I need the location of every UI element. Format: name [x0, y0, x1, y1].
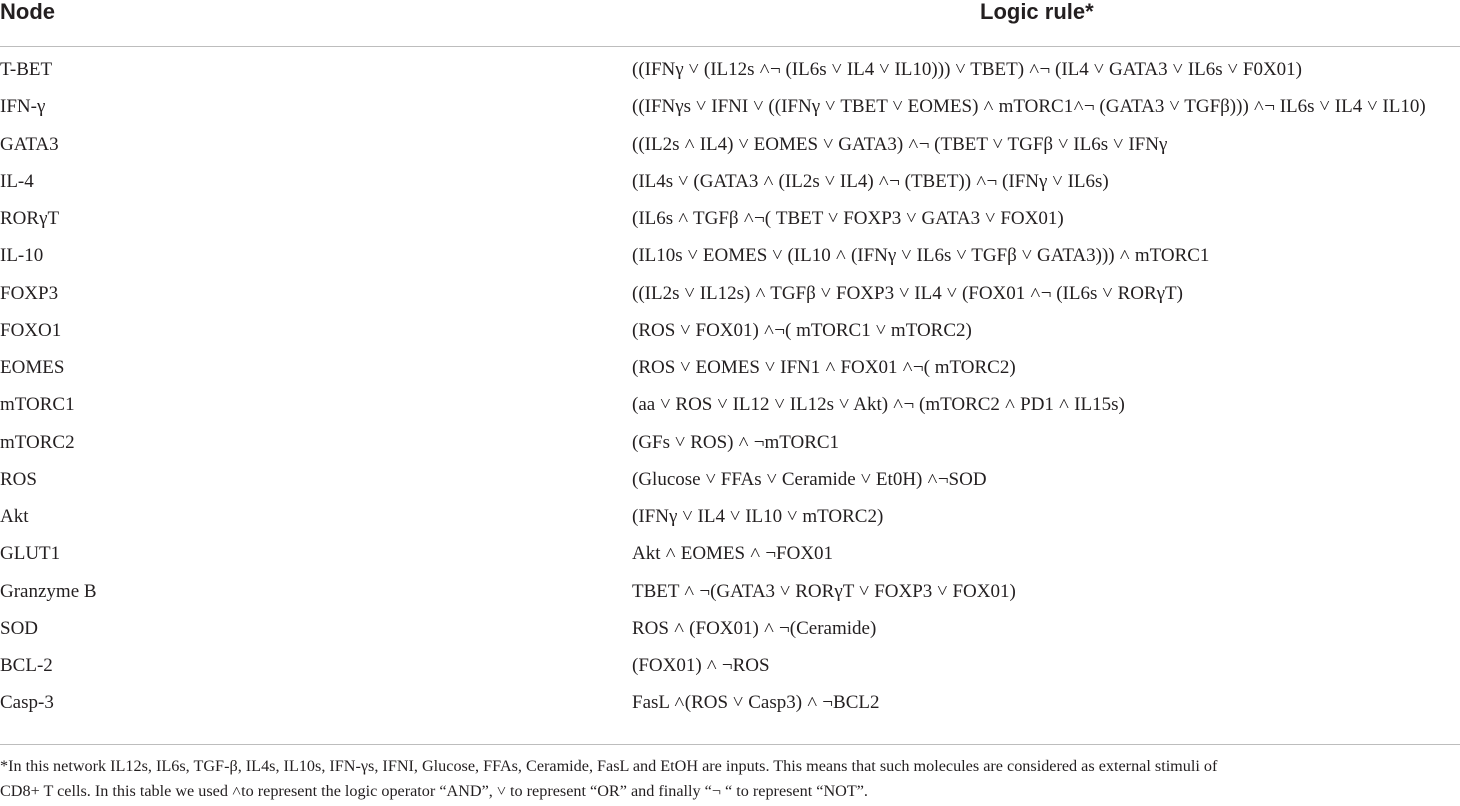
table-row: EOMES (ROS ˅ EOMES ˅ IFN1 ˄ FOX01 ˄¬( mT…: [0, 357, 1460, 394]
rule-cell: (IFNγ ˅ IL4 ˅ IL10 ˅ mTORC2): [632, 506, 884, 527]
header-logic-rule: Logic rule*: [980, 0, 1094, 24]
node-cell: mTORC2: [0, 431, 75, 453]
table-row: Casp-3 FasL ˄(ROS ˅ Casp3) ˄ ¬BCL2: [0, 692, 1460, 729]
rule-cell: ((IL2s ˄ IL4) ˅ EOMES ˅ GATA3) ˄¬ (TBET …: [632, 133, 1168, 155]
node-cell: IFN-γ: [0, 96, 46, 118]
table-row: FOXO1 (ROS ˅ FOX01) ˄¬( mTORC1 ˅ mTORC2): [0, 320, 1460, 357]
rule-cell: (ROS ˅ EOMES ˅ IFN1 ˄ FOX01 ˄¬( mTORC2): [632, 357, 1016, 378]
table-row: IFN-γ ((IFNγs ˅ IFNI ˅ ((IFNγ ˅ TBET ˅ E…: [0, 96, 1460, 133]
table-row: mTORC2 (GFs ˅ ROS) ˄ ¬mTORC1: [0, 432, 1460, 469]
node-cell: FOXO1: [0, 319, 62, 341]
rule-cell: (FOX01) ˄ ¬ROS: [632, 655, 770, 676]
table-row: ROS (Glucose ˅ FFAs ˅ Ceramide ˅ Et0H) ˄…: [0, 469, 1460, 506]
table-row: BCL-2 (FOX01) ˄ ¬ROS: [0, 655, 1460, 692]
rule-cell: ((IFNγs ˅ IFNI ˅ ((IFNγ ˅ TBET ˅ EOMES) …: [632, 96, 1426, 118]
table-row: IL-10 (IL10s ˅ EOMES ˅ (IL10 ˄ (IFNγ ˅ I…: [0, 245, 1460, 282]
node-cell: T-BET: [0, 59, 53, 80]
footnote-line: *In this network IL12s, IL6s, TGF-β, IL4…: [0, 757, 1218, 775]
rule-cell: (GFs ˅ ROS) ˄ ¬mTORC1: [632, 431, 840, 453]
table-header: Node Logic rule*: [0, 0, 1460, 47]
table-row: Granzyme B TBET ˄ ¬(GATA3 ˅ RORγT ˅ FOXP…: [0, 581, 1460, 618]
rule-cell: (aa ˅ ROS ˅ IL12 ˅ IL12s ˅ Akt) ˄¬ (mTOR…: [632, 394, 1125, 416]
footnote-line: CD8+ T cells. In this table we used ˄to …: [0, 782, 868, 800]
rule-cell: (IL6s ˄ TGFβ ˄¬( TBET ˅ FOXP3 ˅ GATA3 ˅ …: [632, 208, 1064, 229]
node-cell: GATA3: [0, 133, 59, 155]
node-cell: Akt: [0, 506, 29, 527]
node-cell: mTORC1: [0, 394, 75, 416]
rule-cell: FasL ˄(ROS ˅ Casp3) ˄ ¬BCL2: [632, 692, 880, 714]
table-row: GLUT1 Akt ˄ EOMES ˄ ¬FOX01: [0, 543, 1460, 580]
table-row: mTORC1 (aa ˅ ROS ˅ IL12 ˅ IL12s ˅ Akt) ˄…: [0, 394, 1460, 431]
rule-cell: TBET ˄ ¬(GATA3 ˅ RORγT ˅ FOXP3 ˅ FOX01): [632, 580, 1016, 602]
node-cell: Granzyme B: [0, 580, 97, 602]
table-footnote: *In this network IL12s, IL6s, TGF-β, IL4…: [0, 744, 1460, 804]
node-cell: GLUT1: [0, 543, 61, 565]
rule-cell: (Glucose ˅ FFAs ˅ Ceramide ˅ Et0H) ˄¬SOD: [632, 468, 987, 490]
node-cell: IL-4: [0, 170, 34, 192]
table-row: IL-4 (IL4s ˅ (GATA3 ˄ (IL2s ˅ IL4) ˄¬ (T…: [0, 171, 1460, 208]
rule-cell: Akt ˄ EOMES ˄ ¬FOX01: [632, 543, 834, 565]
node-cell: BCL-2: [0, 655, 53, 676]
rule-cell: (IL4s ˅ (GATA3 ˄ (IL2s ˅ IL4) ˄¬ (TBET))…: [632, 170, 1109, 192]
rule-cell: ((IL2s ˅ IL12s) ˄ TGFβ ˅ FOXP3 ˅ IL4 ˅ (…: [632, 282, 1183, 304]
rule-cell: (ROS ˅ FOX01) ˄¬( mTORC1 ˅ mTORC2): [632, 319, 972, 341]
node-cell: SOD: [0, 617, 39, 639]
table-body: T-BET ((IFNγ ˅ (IL12s ˄¬ (IL6s ˅ IL4 ˅ I…: [0, 59, 1460, 730]
node-cell: ROS: [0, 468, 37, 490]
table-row: RORγT (IL6s ˄ TGFβ ˄¬( TBET ˅ FOXP3 ˅ GA…: [0, 208, 1460, 245]
node-cell: FOXP3: [0, 282, 59, 304]
table-row: SOD ROS ˄ (FOX01) ˄ ¬(Ceramide): [0, 618, 1460, 655]
node-cell: IL-10: [0, 245, 44, 267]
rule-cell: ((IFNγ ˅ (IL12s ˄¬ (IL6s ˅ IL4 ˅ IL10)))…: [632, 59, 1303, 80]
header-node: Node: [0, 0, 55, 24]
node-cell: EOMES: [0, 357, 65, 378]
table-row: T-BET ((IFNγ ˅ (IL12s ˄¬ (IL6s ˅ IL4 ˅ I…: [0, 59, 1460, 96]
table-row: FOXP3 ((IL2s ˅ IL12s) ˄ TGFβ ˅ FOXP3 ˅ I…: [0, 283, 1460, 320]
node-cell: RORγT: [0, 208, 60, 229]
node-cell: Casp-3: [0, 692, 54, 714]
table-row: Akt (IFNγ ˅ IL4 ˅ IL10 ˅ mTORC2): [0, 506, 1460, 543]
rule-cell: ROS ˄ (FOX01) ˄ ¬(Ceramide): [632, 617, 877, 639]
table-row: GATA3 ((IL2s ˄ IL4) ˅ EOMES ˅ GATA3) ˄¬ …: [0, 134, 1460, 171]
rule-cell: (IL10s ˅ EOMES ˅ (IL10 ˄ (IFNγ ˅ IL6s ˅ …: [632, 245, 1210, 267]
